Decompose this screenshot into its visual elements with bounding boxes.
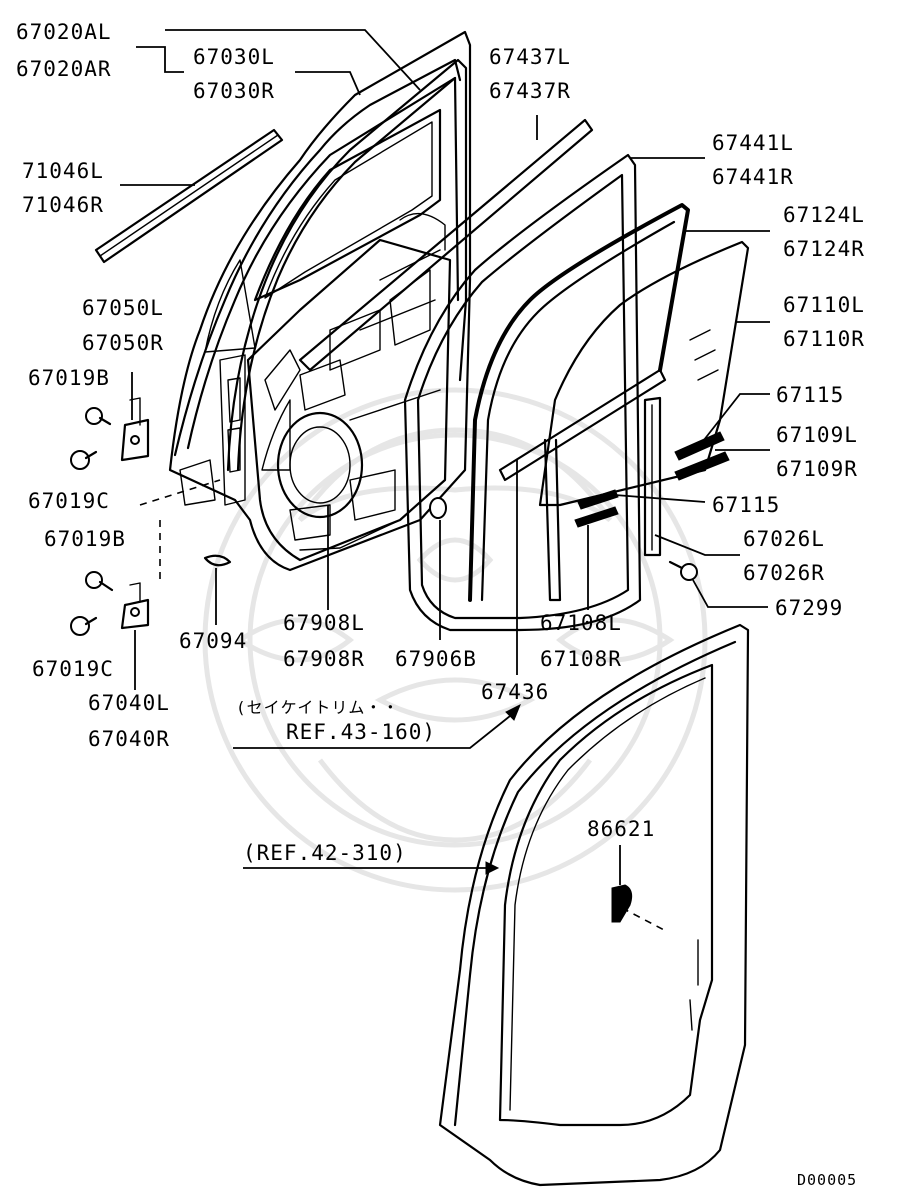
label-67030R: 67030R	[193, 79, 275, 103]
label-67050L: 67050L	[82, 296, 164, 320]
label-67109R: 67109R	[776, 457, 858, 481]
label-67441L: 67441L	[712, 131, 794, 155]
label-67115-mid: 67115	[712, 493, 780, 517]
label-67108R: 67108R	[540, 647, 622, 671]
watermark-logo	[202, 387, 708, 893]
ref-42-310: (REF.42-310)	[243, 841, 407, 865]
hinge-icon	[120, 397, 150, 630]
plug-icon	[429, 497, 447, 519]
ref-43-160-line1: (セイケイトリム・・	[236, 698, 399, 717]
label-67908R: 67908R	[283, 647, 365, 671]
label-67115-top: 67115	[776, 383, 844, 407]
label-67124R: 67124R	[783, 237, 865, 261]
label-67110R: 67110R	[783, 327, 865, 351]
belt-moulding	[94, 128, 284, 264]
diagram-code: D00005	[797, 1171, 857, 1187]
label-67040R: 67040R	[88, 727, 170, 751]
window-regulator-rail	[498, 368, 667, 602]
label-67026R: 67026R	[743, 561, 825, 585]
label-67040L: 67040L	[88, 691, 170, 715]
label-67441R: 67441R	[712, 165, 794, 189]
label-67109L: 67109L	[776, 423, 858, 447]
label-67094: 67094	[179, 629, 247, 653]
label-71046R: 71046R	[22, 193, 104, 217]
label-67110L: 67110L	[783, 293, 865, 317]
rear-sash-channel	[643, 396, 662, 557]
label-67019B-top: 67019B	[28, 366, 110, 390]
label-67299: 67299	[775, 596, 843, 620]
label-67030L: 67030L	[193, 45, 275, 69]
label-67908L: 67908L	[283, 611, 365, 635]
label-67124L: 67124L	[783, 203, 865, 227]
leader-lines	[120, 29, 770, 885]
body-opening-weatherstrip	[438, 623, 750, 1187]
label-67437R: 67437R	[489, 79, 571, 103]
opening-weatherstrip	[403, 153, 642, 632]
label-67906B: 67906B	[395, 647, 477, 671]
label-67019B-bottom: 67019B	[44, 527, 126, 551]
clip-icon	[574, 431, 730, 528]
label-67437L: 67437L	[489, 45, 571, 69]
run-channel	[298, 118, 594, 372]
glass-run	[468, 203, 690, 602]
label-67020AR: 67020AR	[16, 57, 112, 81]
label-67436: 67436	[481, 680, 549, 704]
clip-icon	[611, 884, 633, 923]
door-sash-weatherstrip	[226, 58, 468, 472]
label-67019C-bottom: 67019C	[32, 657, 114, 681]
label-67026L: 67026L	[743, 527, 825, 551]
door-glass	[538, 240, 750, 507]
label-86621: 86621	[587, 817, 655, 841]
label-71046L: 71046L	[22, 159, 104, 183]
label-67108L: 67108L	[540, 611, 622, 635]
ref-43-160-line2: REF.43-160)	[286, 720, 436, 744]
plug-icon	[203, 554, 232, 567]
label-67020AL: 67020AL	[16, 20, 112, 44]
label-67019C-top: 67019C	[28, 489, 110, 513]
label-67050R: 67050R	[82, 331, 164, 355]
bolt-icon	[70, 407, 698, 636]
